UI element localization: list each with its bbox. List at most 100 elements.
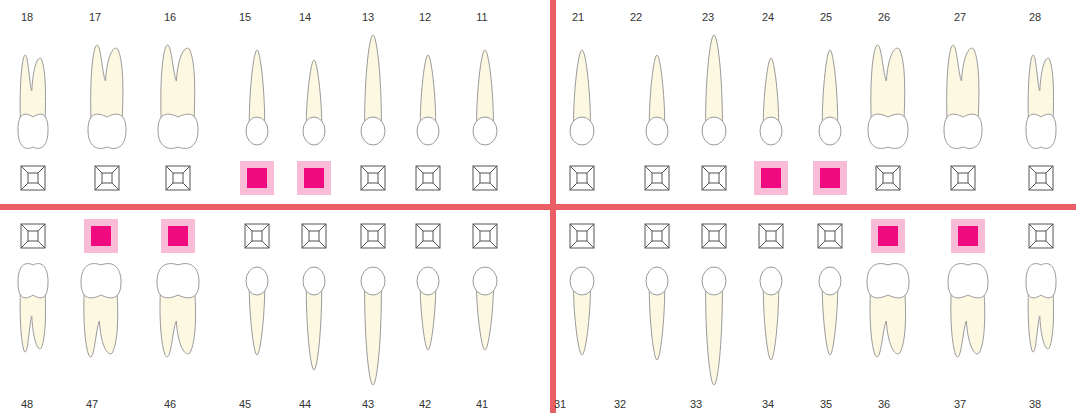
surface-box xyxy=(21,224,45,248)
corner-line xyxy=(302,224,309,231)
corner-line xyxy=(378,166,385,173)
tooth-number: 27 xyxy=(954,12,966,23)
tooth-root xyxy=(306,60,321,122)
tooth-crown xyxy=(646,117,668,145)
inner-square xyxy=(577,173,587,183)
tooth-root xyxy=(1028,292,1053,352)
inner-square xyxy=(825,231,835,241)
corner-line xyxy=(473,224,480,231)
corner-line xyxy=(378,224,385,231)
corner-line xyxy=(570,241,577,248)
tooth-number: 48 xyxy=(21,399,33,410)
tooth-crown xyxy=(819,117,841,145)
tooth-root xyxy=(870,292,906,357)
inner-square xyxy=(652,173,662,183)
surface-box xyxy=(166,166,190,190)
inner-square xyxy=(252,231,262,241)
tooth-drawing xyxy=(303,267,325,370)
surface-box xyxy=(302,224,326,248)
tooth-drawing xyxy=(760,267,782,360)
tooth-number: 14 xyxy=(299,12,311,23)
corner-line xyxy=(645,224,652,231)
corner-line xyxy=(361,183,368,190)
tooth-root xyxy=(763,58,778,122)
tooth-number: 41 xyxy=(476,399,488,410)
corner-line xyxy=(378,183,385,190)
outer-square xyxy=(645,166,669,190)
surface-box xyxy=(416,224,440,248)
tooth-drawing xyxy=(760,58,782,145)
highlight-frame xyxy=(951,219,985,253)
tooth-root xyxy=(306,290,321,370)
corner-line xyxy=(262,224,269,231)
tooth-root xyxy=(477,290,494,350)
tooth-crown xyxy=(18,114,48,148)
corner-line xyxy=(21,183,28,190)
corner-line xyxy=(587,166,594,173)
tooth-root xyxy=(160,292,196,357)
corner-line xyxy=(378,241,385,248)
tooth-root xyxy=(249,50,264,122)
surface-box xyxy=(1029,224,1053,248)
lower-teeth xyxy=(18,264,1056,385)
tooth-root xyxy=(477,50,494,122)
corner-line xyxy=(893,183,900,190)
tooth-crown xyxy=(303,267,325,295)
outer-square xyxy=(302,224,326,248)
surface-box xyxy=(871,219,905,253)
tooth-drawing xyxy=(868,45,908,148)
jaw-divider xyxy=(0,204,1076,210)
corner-line xyxy=(719,166,726,173)
surface-box xyxy=(702,166,726,190)
outer-square xyxy=(570,166,594,190)
corner-line xyxy=(38,224,45,231)
tooth-drawing xyxy=(702,35,726,145)
tooth-crown xyxy=(473,117,497,145)
corner-line xyxy=(702,224,709,231)
tooth-number: 43 xyxy=(362,399,374,410)
corner-line xyxy=(21,224,28,231)
corner-line xyxy=(662,166,669,173)
highlight-frame xyxy=(161,219,195,253)
inner-square xyxy=(652,231,662,241)
corner-line xyxy=(570,183,577,190)
marked-surface xyxy=(91,226,111,246)
corner-line xyxy=(719,224,726,231)
corner-line xyxy=(835,241,842,248)
tooth-crown xyxy=(867,264,909,298)
corner-line xyxy=(183,166,190,173)
upper-teeth xyxy=(18,35,1056,148)
tooth-number: 31 xyxy=(554,399,566,410)
tooth-number: 13 xyxy=(362,12,374,23)
highlight-frame xyxy=(240,161,274,195)
highlight-frame xyxy=(813,161,847,195)
surface-box xyxy=(645,224,669,248)
inner-square xyxy=(480,173,490,183)
corner-line xyxy=(245,224,252,231)
surface-box xyxy=(161,219,195,253)
inner-square xyxy=(423,173,433,183)
tooth-crown xyxy=(1026,264,1056,298)
corner-line xyxy=(38,183,45,190)
corner-line xyxy=(433,241,440,248)
tooth-crown xyxy=(1026,114,1056,148)
tooth-root xyxy=(91,45,123,120)
surface-box xyxy=(361,224,385,248)
corner-line xyxy=(21,241,28,248)
corner-line xyxy=(702,241,709,248)
tooth-crown xyxy=(473,267,497,295)
tooth-root xyxy=(420,55,435,122)
tooth-crown xyxy=(702,117,726,145)
tooth-root xyxy=(365,290,382,385)
outer-square xyxy=(21,166,45,190)
inner-square xyxy=(709,231,719,241)
corner-line xyxy=(490,224,497,231)
tooth-drawing xyxy=(303,60,325,145)
tooth-root xyxy=(706,290,723,385)
outer-square xyxy=(361,224,385,248)
tooth-number: 25 xyxy=(820,12,832,23)
tooth-number: 36 xyxy=(878,399,890,410)
corner-line xyxy=(319,241,326,248)
tooth-root xyxy=(822,50,837,122)
corner-line xyxy=(951,183,958,190)
